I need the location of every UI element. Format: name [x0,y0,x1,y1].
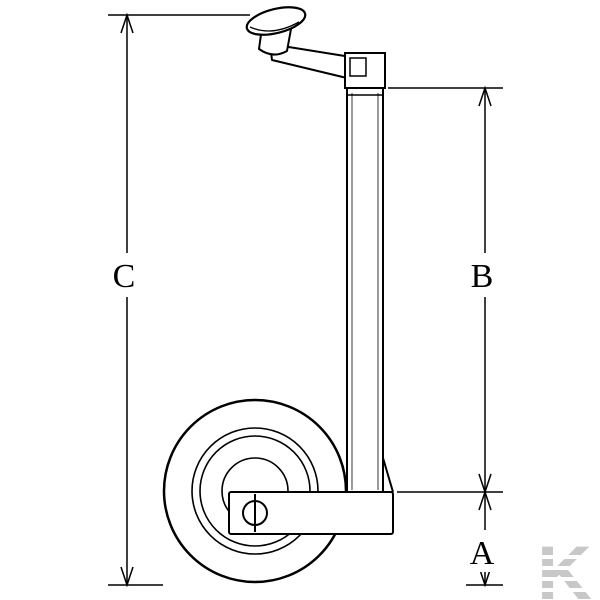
dim-a-arrow-down [478,566,492,588]
dim-a-label: A [470,535,495,572]
dimension-c: C [105,12,250,588]
dim-c-arrow-up [120,12,134,34]
dim-c-label-bg [105,253,143,297]
gear-housing-detail [349,57,367,77]
jockey-wheel-drawing [162,6,394,584]
watermark-stripe [525,588,600,592]
gusset-line [382,457,394,493]
watermark-stripe [525,555,600,559]
crank-knob-detail-line [249,21,300,32]
watermark-stripe [525,577,600,581]
wheel-bracket [228,457,394,535]
dim-c-arrow-down [120,566,134,588]
dim-b-label: B [471,258,494,295]
dimension-b: B [388,85,503,495]
dim-a-arrow-up [478,489,492,511]
dimension-a: A [397,489,503,588]
support-tube [346,87,384,493]
crank-knob [245,6,307,36]
dim-a-label-bg [463,530,501,572]
gear-housing [344,52,386,89]
watermark-stripe [525,566,600,570]
bracket-body [228,491,394,535]
dim-b-label-bg [463,253,501,297]
dim-b-arrow-up [478,85,492,107]
kramp-watermark: K [525,531,600,600]
dim-c-label: C [113,258,136,295]
crank-assembly [245,6,386,89]
